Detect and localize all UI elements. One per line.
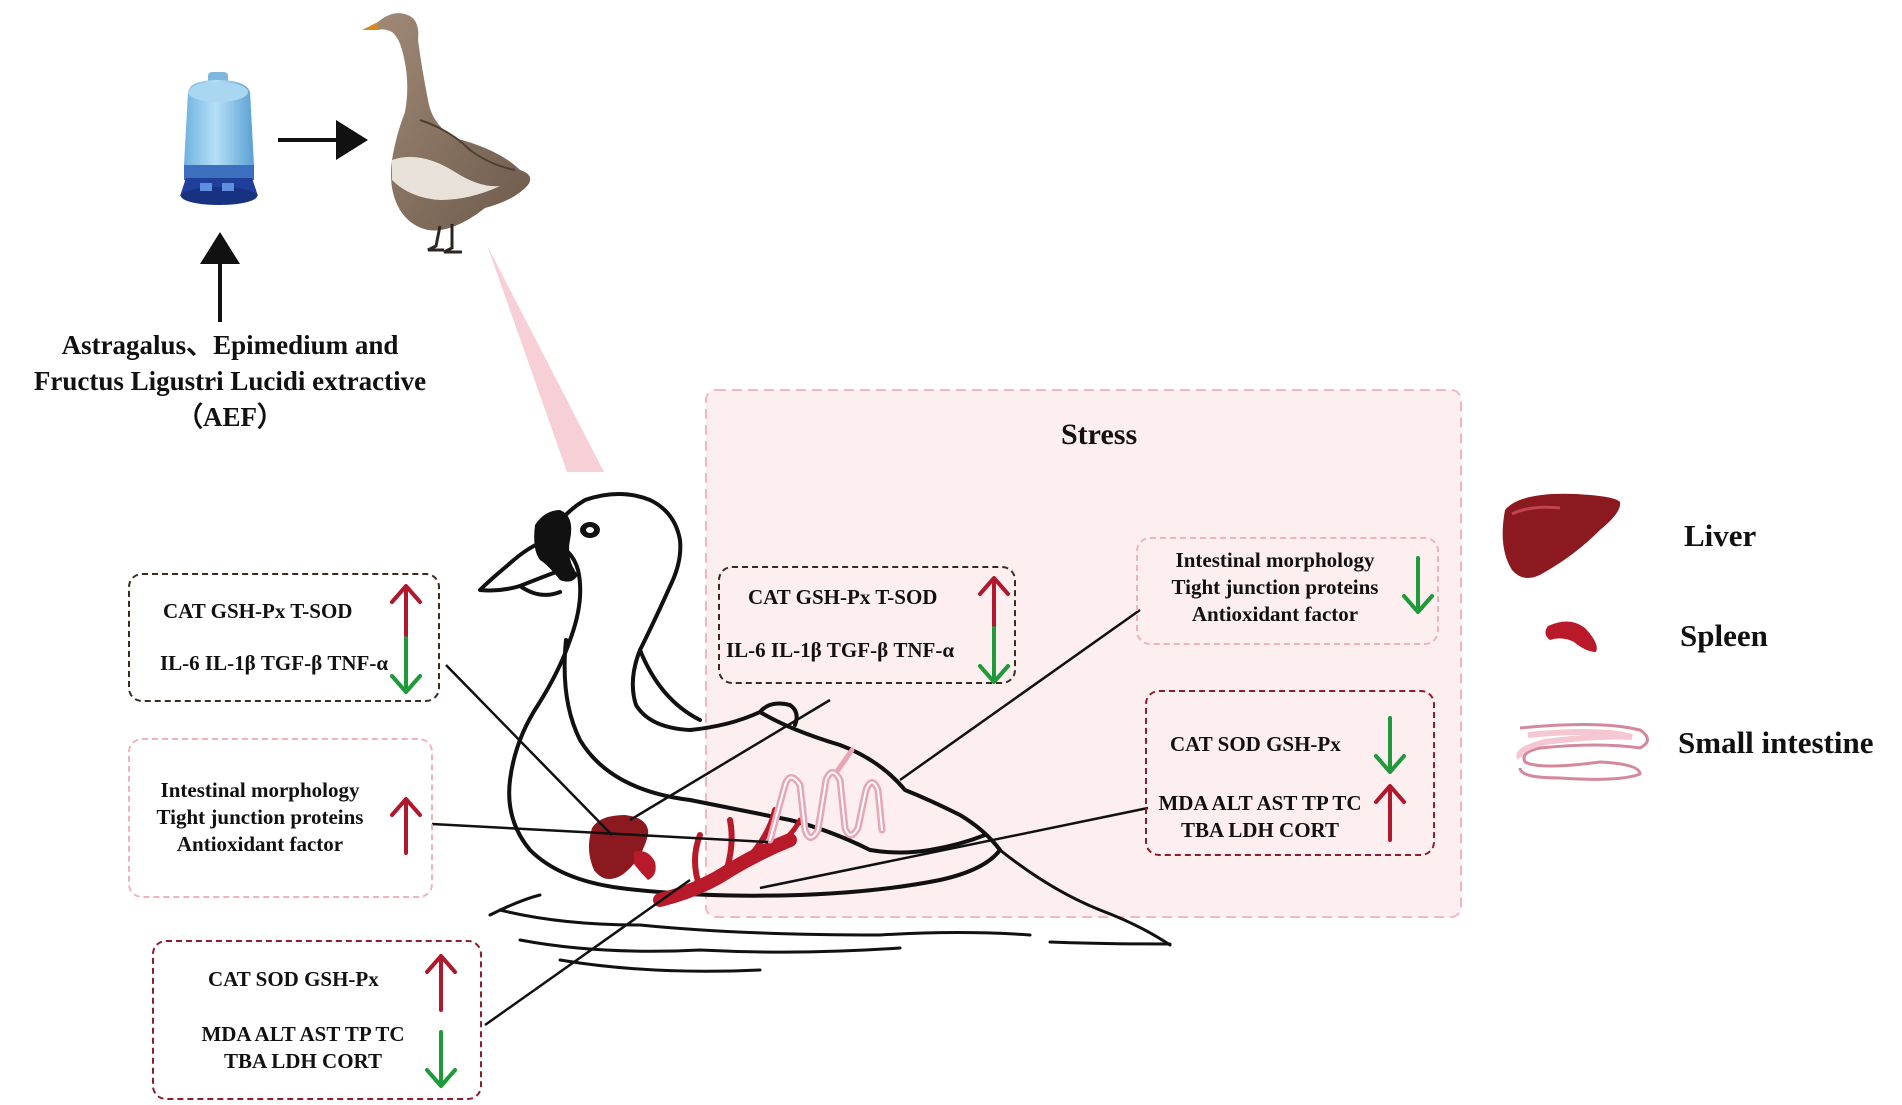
- stress-spleen-antioxidant-row: CAT SOD GSH-Px: [1170, 732, 1341, 756]
- aef-intestine-text: Intestinal morphology Tight junction pro…: [138, 777, 382, 858]
- extract-title-line3: （AEF）: [176, 402, 284, 432]
- aef-liver-antioxidant-row: CAT GSH-Px T-SOD: [163, 599, 353, 623]
- stress-spleen-biochem-row2: TBA LDH CORT: [1181, 818, 1339, 842]
- stress-liver-box: [718, 566, 1016, 684]
- stress-intestine-down-arrow-icon: [1402, 556, 1434, 614]
- aef-intestine-tight-junction: Tight junction proteins: [156, 805, 364, 829]
- legend-spleen-label: Spleen: [1680, 618, 1768, 653]
- swan-vessels-icon: [653, 807, 803, 907]
- legend-liver-icon: [1502, 493, 1621, 579]
- extract-title-line1: Astragalus、Epimedium and: [61, 330, 399, 360]
- legend-small-intestine-label: Small intestine: [1678, 725, 1874, 760]
- stress-intestine-antioxidant: Antioxidant factor: [1191, 602, 1359, 626]
- stress-spleen-biochem-row1: MDA ALT AST TP TC: [1158, 791, 1362, 815]
- legend-liver-label: Liver: [1684, 518, 1757, 553]
- stress-spleen-up-arrow-icon: [1374, 784, 1406, 842]
- stress-spleen-biochem-text: MDA ALT AST TP TC TBA LDH CORT: [1152, 790, 1368, 844]
- aef-liver-box: [128, 573, 440, 702]
- aef-intestine-morphology: Intestinal morphology: [160, 778, 360, 802]
- aef-intestine-box: [128, 738, 433, 898]
- aef-spleen-biochem-row1: MDA ALT AST TP TC: [201, 1022, 405, 1046]
- stress-intestine-box: [1136, 537, 1439, 645]
- aef-intestine-up-arrow-icon: [390, 797, 422, 855]
- stress-liver-down-arrow-icon: [978, 626, 1010, 684]
- stress-intestine-text: Intestinal morphology Tight junction pro…: [1146, 547, 1404, 628]
- connector-lines: [431, 608, 1149, 1027]
- stress-spleen-box: [1145, 690, 1435, 856]
- goose-icon: [362, 13, 531, 254]
- water-feeder-icon: [180, 72, 258, 205]
- aef-spleen-biochem-text: MDA ALT AST TP TC TBA LDH CORT: [190, 1021, 416, 1075]
- stress-liver-cytokine-row: IL-6 IL-1β TGF-β TNF-α: [726, 638, 955, 662]
- stress-panel: [705, 389, 1462, 918]
- swan-illustration: [478, 492, 1172, 973]
- extract-title-line2: Fructus Ligustri Lucidi extractive: [33, 366, 427, 396]
- stress-intestine-tight-junction: Tight junction proteins: [1171, 575, 1379, 599]
- stress-spleen-down-arrow-icon: [1374, 716, 1406, 774]
- aef-intestine-antioxidant: Antioxidant factor: [176, 832, 344, 856]
- aef-spleen-antioxidant-row: CAT SOD GSH-Px: [208, 967, 379, 991]
- stress-title: Stress: [1061, 418, 1138, 451]
- swan-small-intestine-icon: [766, 747, 886, 844]
- legend-spleen-icon: [1545, 621, 1597, 652]
- stress-liver-up-arrow-icon: [978, 576, 1010, 634]
- aef-spleen-up-arrow-icon: [425, 954, 457, 1012]
- extract-title: Astragalus、Epimedium and Fructus Ligustr…: [0, 327, 460, 435]
- swan-spleen-icon: [634, 851, 656, 880]
- legend-small-intestine-icon: [1516, 722, 1649, 781]
- aef-spleen-box: [152, 940, 482, 1100]
- aef-liver-up-arrow-icon: [390, 584, 422, 642]
- aef-liver-down-arrow-icon: [390, 636, 422, 694]
- stress-intestine-morphology: Intestinal morphology: [1175, 548, 1375, 572]
- aef-liver-cytokine-row: IL-6 IL-1β TGF-β TNF-α: [160, 651, 389, 675]
- stress-liver-antioxidant-row: CAT GSH-Px T-SOD: [748, 585, 938, 609]
- swan-head-mask: [534, 510, 600, 582]
- aef-spleen-down-arrow-icon: [425, 1030, 457, 1088]
- zoom-wedge: [487, 245, 604, 472]
- swan-liver-icon: [588, 815, 649, 879]
- aef-spleen-biochem-row2: TBA LDH CORT: [224, 1049, 382, 1073]
